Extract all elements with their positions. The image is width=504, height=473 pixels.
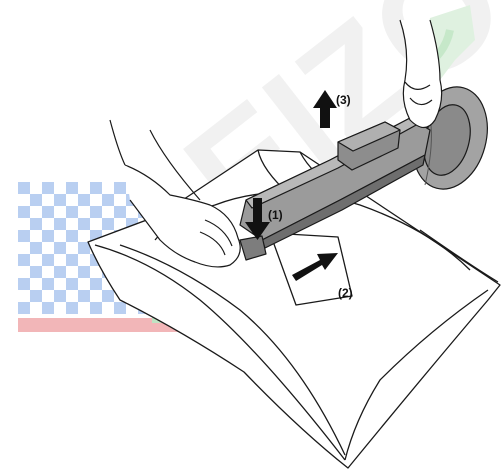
watermark-checker-cell xyxy=(78,266,90,278)
watermark-checker-cell xyxy=(114,182,126,194)
watermark-checker-cell xyxy=(114,302,126,314)
watermark-checker-cell xyxy=(90,206,102,218)
watermark-checker-cell xyxy=(18,206,30,218)
watermark-checker-cell xyxy=(78,218,90,230)
watermark-checker-cell xyxy=(66,254,78,266)
step-label-1: (1) xyxy=(268,208,283,222)
watermark-checker-cell xyxy=(54,194,66,206)
step-label-2: (2) xyxy=(338,286,353,300)
watermark-checker-cell xyxy=(66,302,78,314)
watermark-checker-cell xyxy=(66,182,78,194)
watermark-checker-cell xyxy=(42,302,54,314)
watermark-checker-cell xyxy=(30,194,42,206)
watermark-checker-cell xyxy=(30,242,42,254)
watermark-checker-cell xyxy=(54,242,66,254)
watermark-checker-cell xyxy=(42,206,54,218)
watermark-checker-cell xyxy=(42,254,54,266)
watermark-checker-cell xyxy=(18,278,30,290)
watermark-checker-cell xyxy=(30,266,42,278)
watermark-checker-cell xyxy=(54,290,66,302)
watermark-checker-cell xyxy=(102,218,114,230)
watermark-checker-cell xyxy=(102,290,114,302)
watermark-checker-cell xyxy=(114,206,126,218)
watermark-checker-cell xyxy=(90,302,102,314)
watermark-checker-cell xyxy=(66,278,78,290)
watermark-checker-cell xyxy=(66,230,78,242)
watermark-checker-cell xyxy=(66,206,78,218)
watermark-checker-cell xyxy=(54,218,66,230)
watermark-checker-cell xyxy=(18,254,30,266)
watermark-checker-cell xyxy=(90,182,102,194)
step-label-3: (3) xyxy=(336,93,351,107)
watermark-checker-cell xyxy=(18,230,30,242)
watermark-checker-cell xyxy=(18,182,30,194)
watermark-checker-cell xyxy=(78,290,90,302)
watermark-checker-cell xyxy=(102,194,114,206)
watermark-checker-cell xyxy=(30,218,42,230)
watermark-checker-cell xyxy=(78,194,90,206)
watermark-checker-cell xyxy=(42,278,54,290)
watermark-checker-cell xyxy=(54,266,66,278)
watermark-checker-cell xyxy=(42,182,54,194)
watermark-checker-cell xyxy=(42,230,54,242)
watermark-checker-cell xyxy=(30,290,42,302)
watermark-checker-cell xyxy=(18,302,30,314)
watermark-checker-cell xyxy=(90,278,102,290)
